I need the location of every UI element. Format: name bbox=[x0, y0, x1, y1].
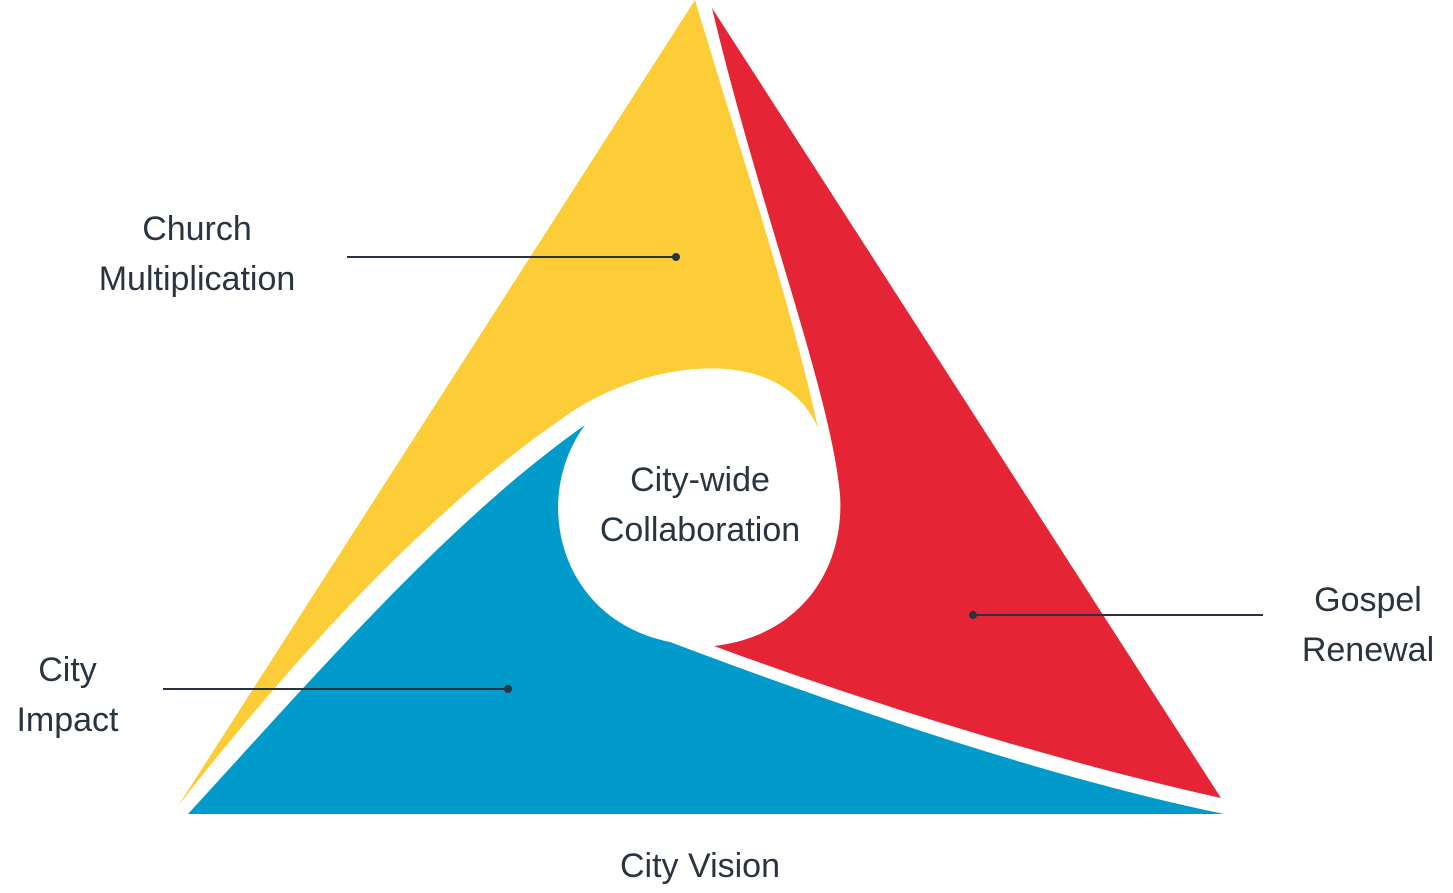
gospel-renewal-line-2: Renewal bbox=[1301, 631, 1435, 669]
city-wide-collaboration-label: City-wide Collaboration bbox=[560, 455, 840, 555]
gospel-renewal-segment bbox=[712, 8, 1221, 798]
city-impact-label: City Impact bbox=[0, 645, 135, 745]
church-multiplication-line-2: Multiplication bbox=[98, 260, 296, 298]
church-multiplication-segment bbox=[178, 0, 818, 806]
gospel-renewal-line-1: Gospel bbox=[1314, 581, 1422, 619]
city-impact-line-1: City bbox=[38, 651, 97, 689]
church-multiplication-line-1: Church bbox=[142, 210, 252, 248]
center-line-2: Collaboration bbox=[599, 511, 801, 549]
impact-leader-dot bbox=[504, 685, 512, 693]
city-impact-line-2: Impact bbox=[16, 701, 119, 739]
center-line-1: City-wide bbox=[630, 461, 770, 499]
gospel-leader-dot bbox=[969, 611, 977, 619]
city-vision-text: City Vision bbox=[620, 847, 780, 885]
gospel-renewal-label: Gospel Renewal bbox=[1288, 575, 1448, 675]
church-leader-dot bbox=[672, 253, 680, 261]
city-vision-label: City Vision bbox=[560, 841, 840, 891]
church-multiplication-label: Church Multiplication bbox=[62, 204, 332, 304]
city-impact-segment bbox=[188, 425, 1224, 814]
